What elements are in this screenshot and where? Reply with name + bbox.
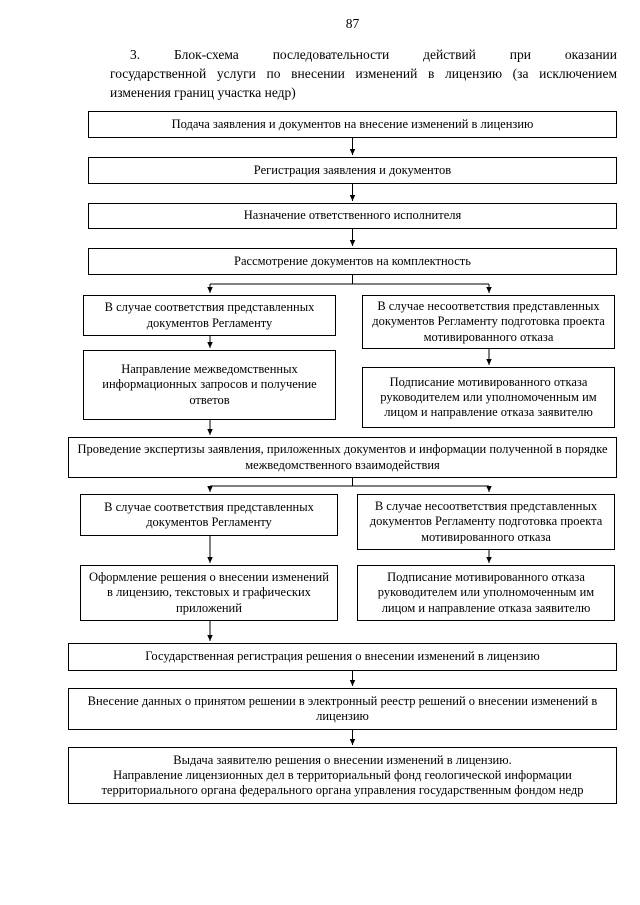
flow-box-expertise: Проведение экспертизы заявления, приложе… [68,437,617,478]
flow-box-executor-assignment: Назначение ответственного исполнителя [88,203,617,229]
flow-box-refusal-signing-1: Подписание мотивированного отказа руково… [362,367,615,428]
section-heading: 3. Блок-схема последовательности действи… [110,45,617,102]
flow-box-refusal-signing-2: Подписание мотивированного отказа руково… [357,565,615,621]
heading-line-2: государственной услуги по внесении измен… [110,66,617,82]
flow-box-noncompliant-documents-1: В случае несоответствия представленных д… [362,295,615,349]
flow-box-compliant-documents-2: В случае соответствия представленных док… [80,494,338,536]
flow-box-issuance-and-transfer: Выдача заявителю решения о внесении изме… [68,747,617,804]
flow-box-completeness-review: Рассмотрение документов на комплектность [88,248,617,275]
page-number: 87 [345,16,360,31]
flow-box-noncompliant-documents-2: В случае несоответствия представленных д… [357,494,615,550]
flow-box-register-entry: Внесение данных о принятом решении в эле… [68,688,617,730]
flow-box-registration: Регистрация заявления и документов [88,157,617,184]
flow-box-interagency-requests: Направление межведомственных информацион… [83,350,336,420]
flow-box-compliant-documents-1: В случае соответствия представленных док… [83,295,336,336]
flow-box-state-registration: Государственная регистрация решения о вн… [68,643,617,671]
flow-box-decision-drafting: Оформление решения о внесении изменений … [80,565,338,621]
flow-box-application-submission: Подача заявления и документов на внесени… [88,111,617,138]
heading-line-3: изменения границ участка недр) [110,85,296,101]
heading-line-1: 3. Блок-схема последовательности действи… [130,47,617,62]
